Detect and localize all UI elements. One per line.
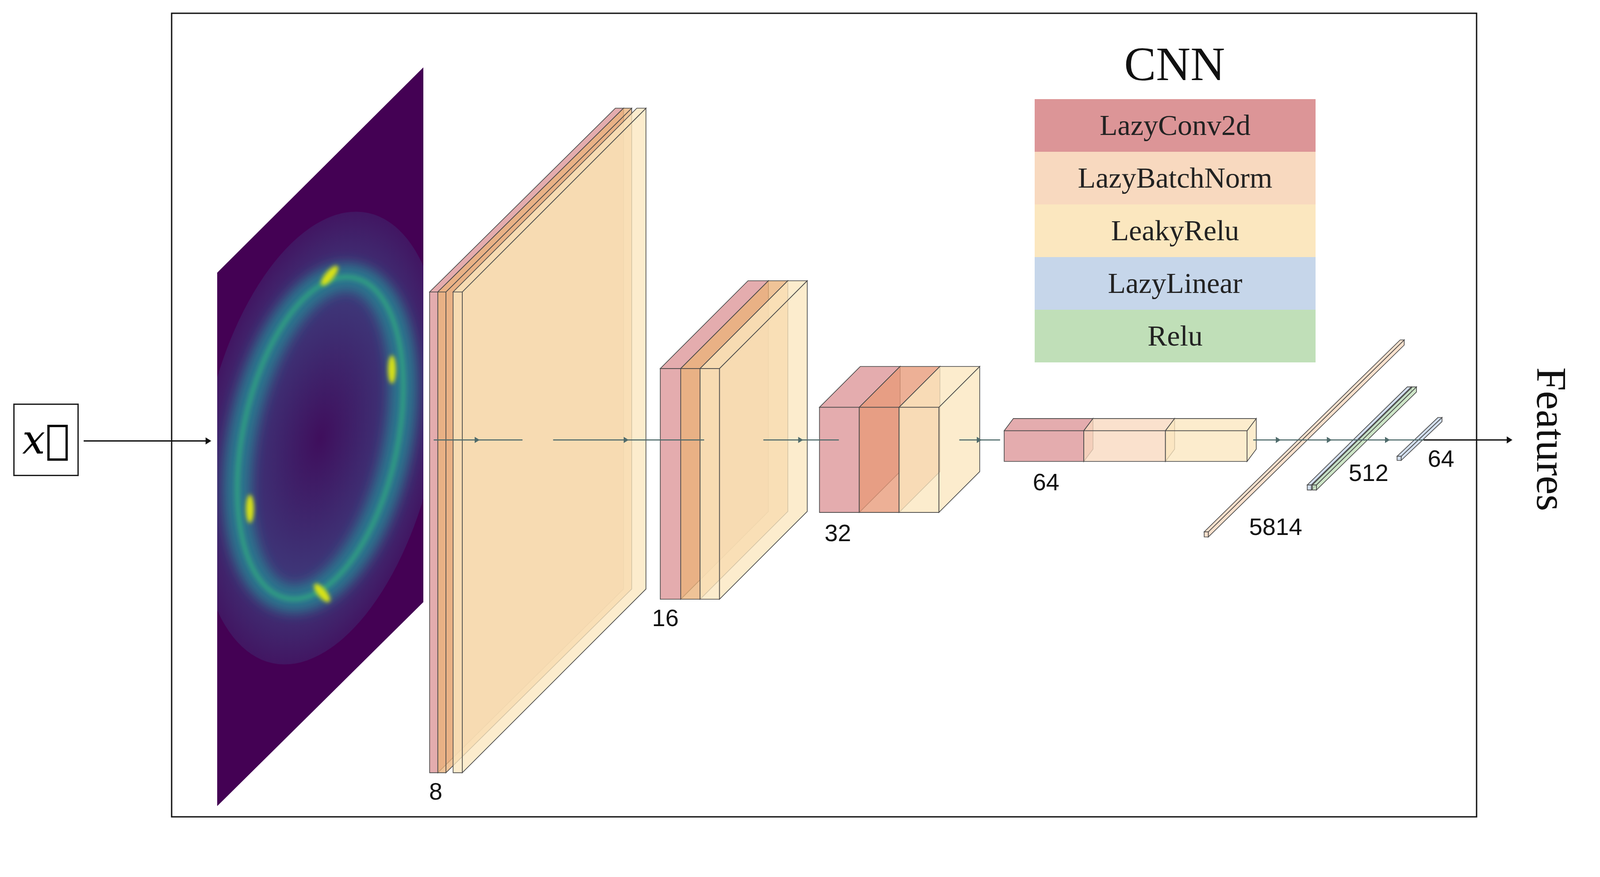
slab-face bbox=[1204, 531, 1209, 538]
output-arrow bbox=[1423, 439, 1508, 441]
layer-blocks bbox=[429, 108, 1443, 773]
slab-face bbox=[859, 406, 899, 513]
slab-face bbox=[1165, 418, 1257, 431]
channel-count: 32 bbox=[824, 520, 852, 545]
arrow-head bbox=[1385, 436, 1390, 443]
slab-face bbox=[1004, 418, 1094, 431]
slab-face bbox=[1208, 339, 1405, 537]
vector-size: 5814 bbox=[1249, 514, 1303, 539]
title: CNN bbox=[1124, 40, 1225, 89]
slab-face bbox=[1083, 418, 1175, 431]
slab-face bbox=[1312, 484, 1317, 491]
input-box: x⃗ bbox=[13, 403, 79, 476]
flow-arrows bbox=[83, 436, 1513, 445]
arrow-head bbox=[1326, 436, 1332, 443]
slab-face bbox=[898, 366, 980, 407]
lens-image bbox=[160, 67, 481, 806]
legend-text: LazyLinear bbox=[1107, 266, 1243, 300]
slab-face bbox=[1004, 430, 1084, 462]
legend-text: Relu bbox=[1147, 318, 1203, 353]
layer-slab bbox=[1004, 418, 1094, 462]
legend-swatch: LazyBatchNorm bbox=[1034, 151, 1316, 205]
input-arrow bbox=[83, 440, 208, 442]
arrow-head bbox=[1275, 436, 1281, 443]
layer-slab bbox=[1165, 418, 1257, 462]
legend-swatch: LazyConv2d bbox=[1034, 99, 1316, 152]
arrow-head bbox=[798, 436, 803, 443]
slab-face bbox=[452, 108, 646, 292]
slab-face bbox=[1312, 386, 1417, 485]
arrow-head bbox=[976, 436, 982, 443]
vector-size: 64 bbox=[1427, 446, 1455, 471]
slab-face bbox=[1204, 339, 1405, 532]
slab-face bbox=[1316, 386, 1417, 490]
arrow-head bbox=[623, 436, 629, 443]
slab-face bbox=[1307, 386, 1412, 485]
slab-face bbox=[452, 291, 463, 773]
output-label: Features bbox=[1530, 367, 1573, 511]
slab-face bbox=[1165, 430, 1248, 462]
slab-face bbox=[429, 291, 438, 773]
legend-text: LazyConv2d bbox=[1099, 108, 1251, 142]
legend-text: LeakyRelu bbox=[1111, 213, 1240, 248]
arrow-head bbox=[205, 437, 212, 445]
legend-swatch: LazyLinear bbox=[1034, 257, 1316, 310]
slab-face bbox=[1307, 484, 1312, 491]
slab-face bbox=[660, 368, 681, 599]
slab-face bbox=[898, 406, 939, 513]
slab-face bbox=[819, 406, 860, 513]
channel-count: 8 bbox=[429, 778, 443, 803]
vector-size: 512 bbox=[1348, 460, 1389, 485]
legend-text: LazyBatchNorm bbox=[1078, 161, 1273, 195]
slab-face bbox=[680, 368, 701, 599]
slab-face bbox=[437, 291, 446, 773]
layer-slab bbox=[1083, 418, 1175, 462]
slab-face bbox=[1083, 430, 1166, 462]
channel-count: 16 bbox=[652, 605, 679, 630]
legend-swatch: Relu bbox=[1034, 309, 1316, 363]
channel-count: 64 bbox=[1032, 469, 1060, 494]
legend-swatch: LeakyRelu bbox=[1034, 204, 1316, 258]
slab-face bbox=[1396, 456, 1401, 461]
layer-slab bbox=[1312, 386, 1417, 490]
input-symbol: x⃗ bbox=[22, 419, 70, 461]
arrow-head bbox=[474, 436, 480, 443]
slab-face bbox=[700, 280, 808, 369]
slab-face bbox=[700, 368, 720, 599]
arrow-head bbox=[1506, 436, 1513, 444]
layer-slab bbox=[1204, 339, 1405, 537]
